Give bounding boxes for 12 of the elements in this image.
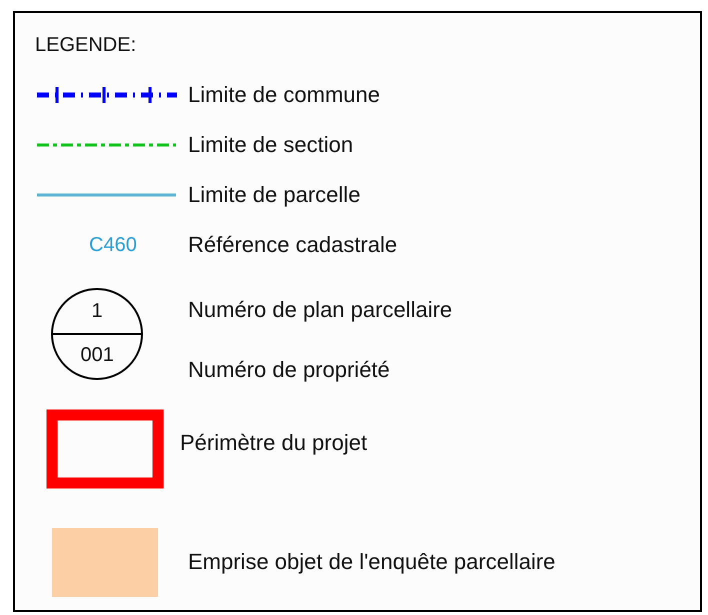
legend-text: Emprise objet de l'enquête parcellaire xyxy=(188,549,556,575)
legend-text: Numéro de plan parcellaire xyxy=(188,297,452,323)
sample-code: C460 xyxy=(89,233,137,258)
legend-text: Référence cadastrale xyxy=(188,232,398,258)
plan-number: 1 xyxy=(92,299,103,324)
legend-text: Limite de commune xyxy=(188,82,380,108)
legend-text: Limite de section xyxy=(188,132,354,158)
legend-text: Périmètre du projet xyxy=(180,430,368,456)
property-number: 001 xyxy=(80,343,114,368)
legend-text: Numéro de propriété xyxy=(188,357,390,383)
legend-title: LEGENDE: xyxy=(35,33,136,58)
legend-text: Limite de parcelle xyxy=(188,182,360,208)
